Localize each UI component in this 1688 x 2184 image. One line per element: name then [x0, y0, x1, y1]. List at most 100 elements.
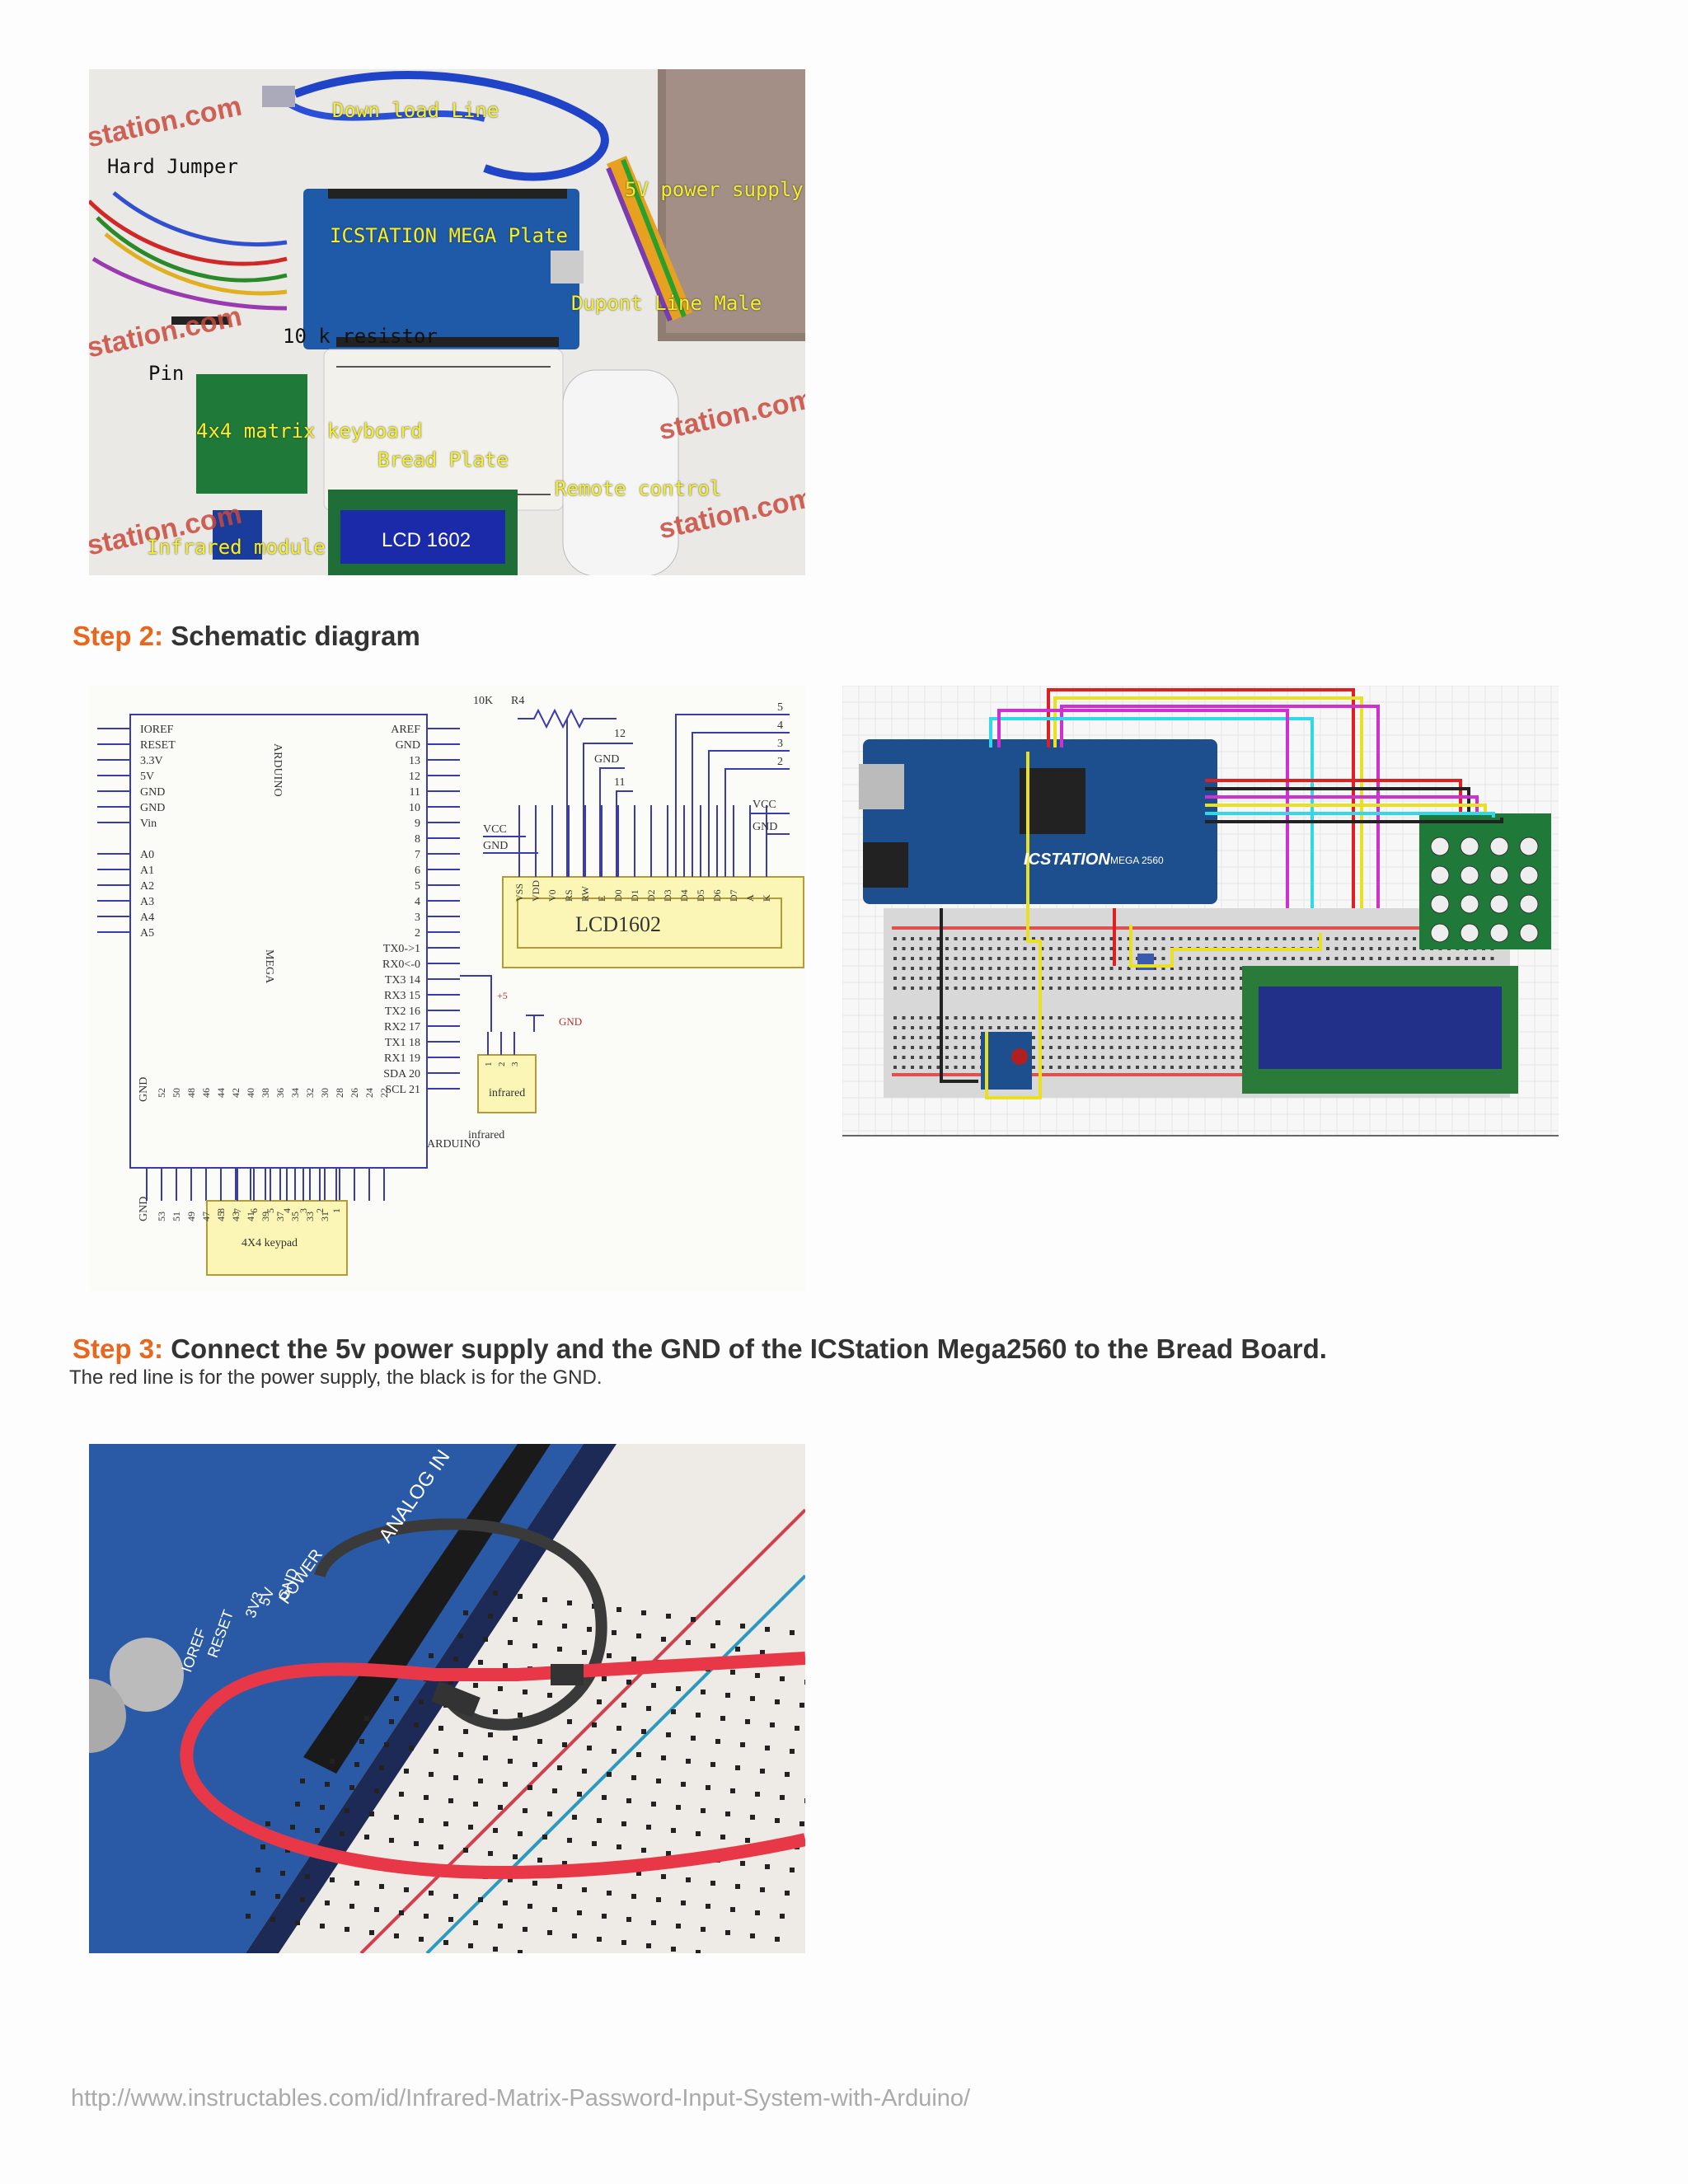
breadboard-hole	[1075, 937, 1079, 940]
breadboard-hole	[1144, 977, 1148, 980]
breadboard-hole	[1067, 957, 1070, 960]
breadboard-hole	[453, 1894, 458, 1899]
breadboard-hole	[532, 1881, 537, 1886]
label-download-line: Down load Line	[332, 99, 499, 122]
breadboard-hole	[1118, 937, 1122, 940]
breadboard-hole	[1179, 1046, 1183, 1049]
breadboard-hole	[1153, 1046, 1156, 1049]
breadboard-hole	[1032, 1036, 1035, 1039]
board-pin-label: 2	[415, 927, 420, 940]
breadboard-hole	[988, 967, 992, 970]
breadboard-hole	[1153, 987, 1156, 990]
breadboard-hole	[1118, 1056, 1122, 1059]
breadboard-hole	[1015, 1026, 1018, 1029]
breadboard-hole	[1188, 987, 1191, 990]
breadboard-hole	[1075, 987, 1079, 990]
breadboard-hole	[1057, 1026, 1062, 1029]
breadboard-hole	[1127, 937, 1131, 940]
breadboard-hole	[503, 1900, 508, 1905]
breadboard-hole	[1075, 957, 1079, 960]
breadboard-hole	[1473, 957, 1477, 960]
breadboard-hole	[1205, 1056, 1208, 1059]
breadboard-hole	[1109, 957, 1114, 960]
breadboard-hole	[963, 977, 966, 980]
arduino-bottom-label: ARDUINO	[427, 1138, 481, 1151]
bottom-pin-label: 45	[215, 1212, 227, 1221]
breadboard-hole	[651, 1802, 656, 1807]
breadboard-hole	[1213, 937, 1217, 940]
breadboard-hole	[577, 1910, 582, 1915]
breadboard-hole	[448, 1917, 453, 1922]
board-pin-label: AREF	[391, 724, 420, 736]
lcd-inner	[517, 898, 782, 949]
breadboard-hole	[518, 1594, 523, 1599]
bottom-pin-label: 26	[349, 1088, 360, 1098]
breadboard-hole	[295, 1920, 300, 1925]
bottom-pin-label: 31	[319, 1212, 331, 1221]
breadboard-hole	[641, 1729, 646, 1734]
breadboard-hole	[384, 1742, 389, 1747]
breadboard-hole	[1213, 977, 1217, 980]
breadboard-hole	[631, 1775, 636, 1780]
breadboard-hole	[1213, 987, 1217, 990]
breadboard-hole	[1170, 977, 1174, 980]
breadboard-hole	[785, 1891, 790, 1896]
breadboard-hole	[1343, 937, 1347, 940]
breadboard-hole	[1179, 1016, 1183, 1019]
source-url[interactable]: http://www.instructables.com/id/Infrared…	[71, 2085, 971, 2111]
lcd-pin-label: E	[596, 896, 607, 902]
breadboard-hole	[1092, 957, 1096, 960]
breadboard-hole	[1023, 957, 1027, 960]
breadboard-hole	[503, 1782, 508, 1787]
keypad-key	[1519, 837, 1539, 856]
breadboard-hole	[720, 1716, 725, 1721]
breadboard-hole	[1075, 1066, 1079, 1069]
breadboard-hole	[1015, 947, 1018, 950]
breadboard-hole	[557, 1647, 562, 1652]
breadboard-hole	[1049, 1026, 1053, 1029]
breadboard-hole	[686, 1877, 691, 1882]
board-pin-label: 5	[415, 880, 420, 893]
breadboard-hole	[1222, 987, 1226, 990]
breadboard-hole	[755, 1792, 760, 1797]
breadboard-hole	[626, 1798, 631, 1803]
breadboard-hole	[1386, 937, 1390, 940]
breadboard-hole	[1153, 1026, 1156, 1029]
breadboard-hole	[1040, 1026, 1044, 1029]
breadboard-hole	[928, 1026, 931, 1029]
keypad-pin-label: 3	[298, 1208, 309, 1213]
breadboard-hole	[666, 1732, 671, 1737]
breadboard-hole	[919, 1036, 923, 1039]
breadboard-hole	[1326, 947, 1329, 950]
breadboard-hole	[988, 987, 992, 990]
breadboard-hole	[1040, 937, 1044, 940]
breadboard-hole	[1092, 977, 1096, 980]
breadboard-hole	[701, 1927, 706, 1932]
bottom-pin-label: 40	[245, 1088, 256, 1098]
breadboard-hole	[1015, 937, 1018, 940]
breadboard-hole	[1378, 937, 1381, 940]
breadboard-hole	[1092, 987, 1096, 990]
breadboard-hole	[1049, 1056, 1053, 1059]
breadboard-hole	[954, 1016, 958, 1019]
breadboard-hole	[1369, 957, 1373, 960]
breadboard-hole	[902, 987, 906, 990]
breadboard-hole	[1213, 1066, 1217, 1069]
breadboard-hole	[911, 937, 914, 940]
breadboard-hole	[617, 1607, 621, 1612]
infrared-pin-label: 2	[497, 1062, 507, 1067]
breadboard-hole	[1101, 1036, 1104, 1039]
breadboard-hole	[1179, 1036, 1183, 1039]
breadboard-hole	[1161, 967, 1165, 970]
breadboard-hole	[696, 1831, 701, 1836]
breadboard-hole	[945, 1056, 949, 1059]
breadboard-hole	[954, 977, 958, 980]
breadboard-hole	[1136, 1026, 1139, 1029]
breadboard-hole	[636, 1871, 641, 1876]
breadboard-hole	[1161, 1066, 1165, 1069]
breadboard-hole	[305, 1874, 310, 1879]
breadboard-hole	[1136, 987, 1139, 990]
board-pin-label: GND	[140, 786, 165, 799]
breadboard-hole	[911, 1056, 914, 1059]
breadboard-hole	[1240, 967, 1243, 970]
